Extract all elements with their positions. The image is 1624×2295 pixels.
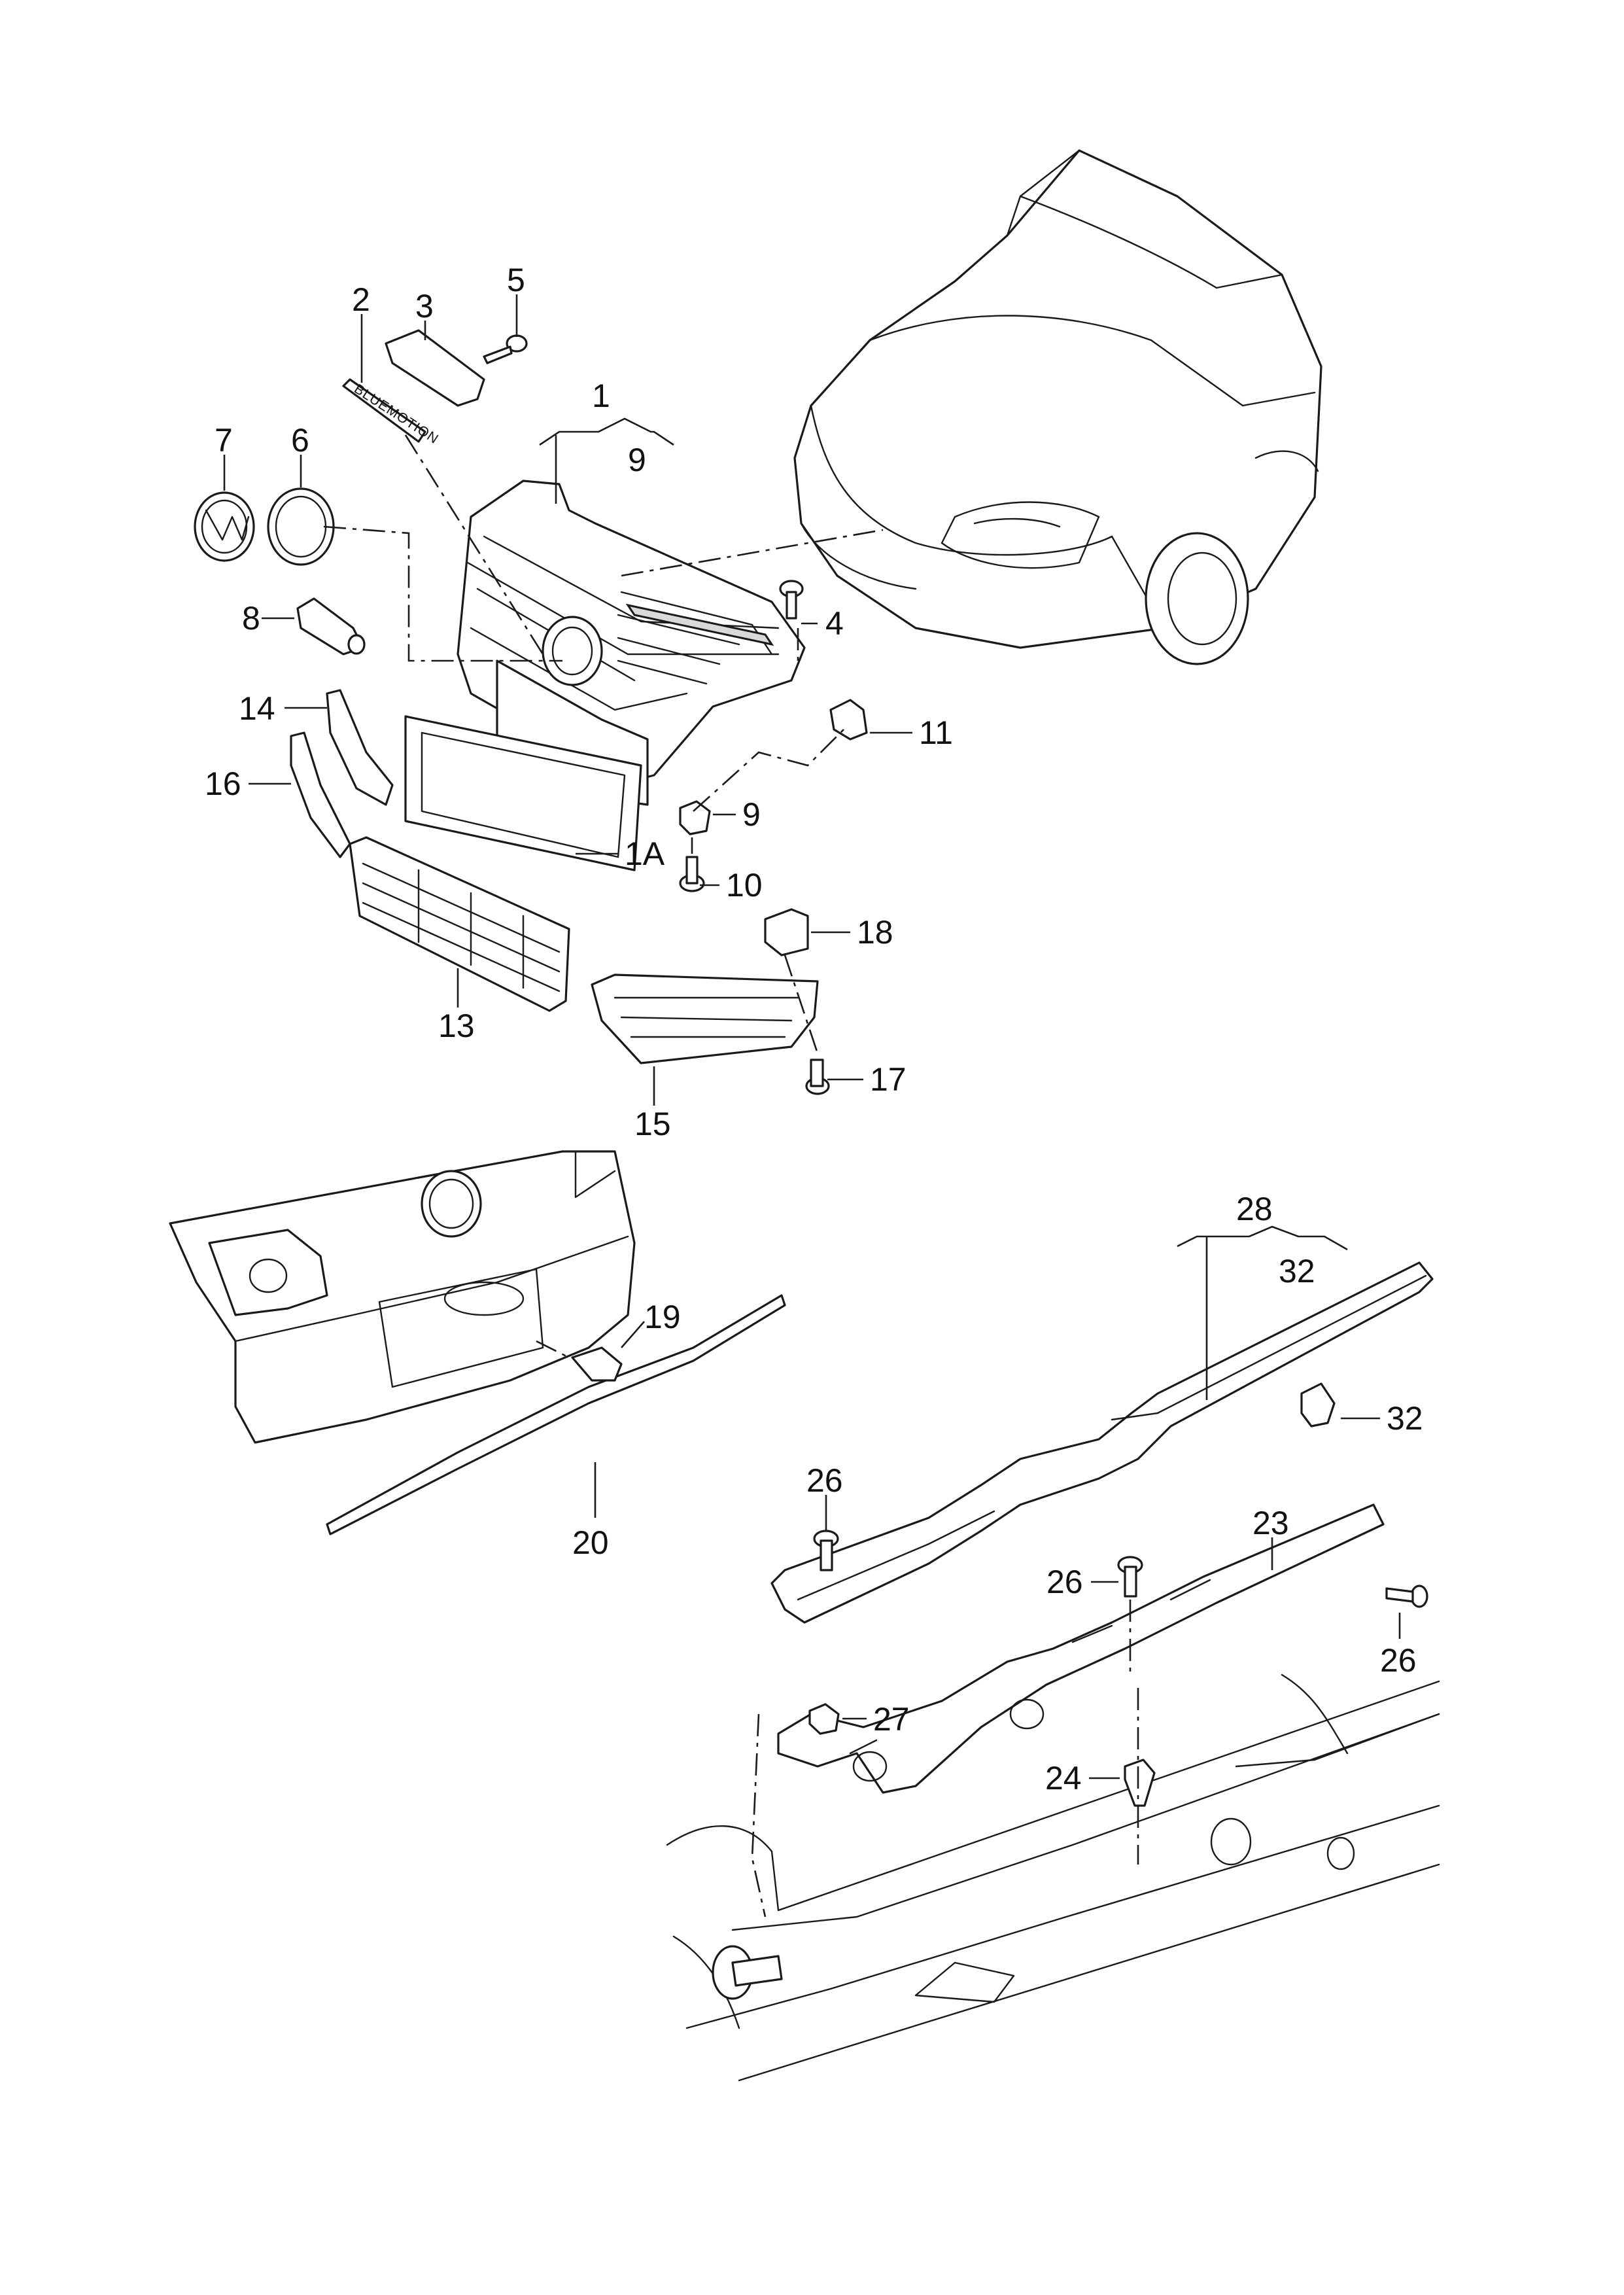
screw-26a — [813, 1530, 839, 1571]
lower-grille — [349, 836, 570, 1012]
label-16: 16 — [205, 765, 241, 802]
label-13: 13 — [438, 1007, 475, 1044]
label-32-top: 32 — [1279, 1253, 1315, 1289]
rubber-stop-24 — [1124, 1759, 1156, 1807]
label-1a: 1A — [625, 835, 665, 872]
screw-17 — [805, 1059, 830, 1095]
clip-8 — [296, 597, 366, 656]
label-19: 19 — [644, 1299, 681, 1335]
screw-5 — [483, 334, 528, 364]
nut-9 — [679, 800, 711, 835]
side-grille — [591, 973, 819, 1064]
nut-27 — [808, 1703, 840, 1735]
clip-11 — [829, 699, 868, 741]
bluemotion-badge: BLUEMOTION — [342, 378, 441, 447]
label-26-c: 26 — [1380, 1642, 1417, 1679]
clip-19 — [571, 1346, 623, 1382]
leader-lines — [223, 294, 1401, 1779]
rear-bumper — [169, 1150, 636, 1444]
label-20: 20 — [572, 1524, 609, 1561]
screw-26c — [1385, 1585, 1428, 1608]
vw-emblem — [194, 491, 255, 562]
badge-text: BLUEMOTION — [351, 381, 441, 447]
label-7: 7 — [215, 422, 233, 459]
trim-strip-16 — [290, 731, 351, 858]
label-4: 4 — [825, 605, 844, 642]
label-3: 3 — [415, 288, 434, 324]
trim-strip-20 — [326, 1294, 786, 1535]
clip-32 — [1300, 1382, 1336, 1428]
screw-10 — [679, 856, 705, 892]
label-28: 28 — [1236, 1191, 1273, 1227]
label-11: 11 — [919, 714, 953, 751]
label-9-top: 9 — [628, 442, 646, 478]
label-32: 32 — [1387, 1400, 1423, 1437]
reference-lines — [323, 434, 1139, 1918]
vehicle-front-view — [793, 149, 1322, 665]
screw-4 — [779, 580, 804, 620]
label-18: 18 — [857, 914, 893, 951]
badge-bracket — [385, 329, 485, 407]
label-26-b: 26 — [1046, 1564, 1083, 1600]
sill-trim — [770, 1261, 1434, 1624]
label-1: 1 — [592, 377, 610, 414]
underbody-frame — [666, 1673, 1440, 2082]
trim-strip-14 — [326, 689, 394, 806]
label-15: 15 — [634, 1106, 671, 1142]
label-10: 10 — [726, 867, 763, 903]
label-2: 2 — [352, 281, 370, 318]
bracket-18 — [764, 908, 809, 956]
label-8: 8 — [242, 600, 260, 637]
label-23: 23 — [1253, 1505, 1289, 1541]
bracket-rail — [777, 1503, 1385, 1794]
part-labels: 1 9 2 3 5 7 6 8 4 11 14 16 9 1A 10 18 13… — [205, 262, 1423, 1796]
label-9: 9 — [742, 796, 761, 833]
label-27: 27 — [873, 1701, 910, 1738]
license-plate-panel — [404, 715, 642, 871]
label-14: 14 — [239, 690, 275, 727]
label-5: 5 — [507, 262, 525, 298]
label-6: 6 — [291, 422, 309, 459]
label-26-a: 26 — [806, 1462, 843, 1499]
screw-26b — [1117, 1556, 1143, 1598]
label-24: 24 — [1045, 1760, 1082, 1796]
label-17: 17 — [870, 1061, 907, 1098]
